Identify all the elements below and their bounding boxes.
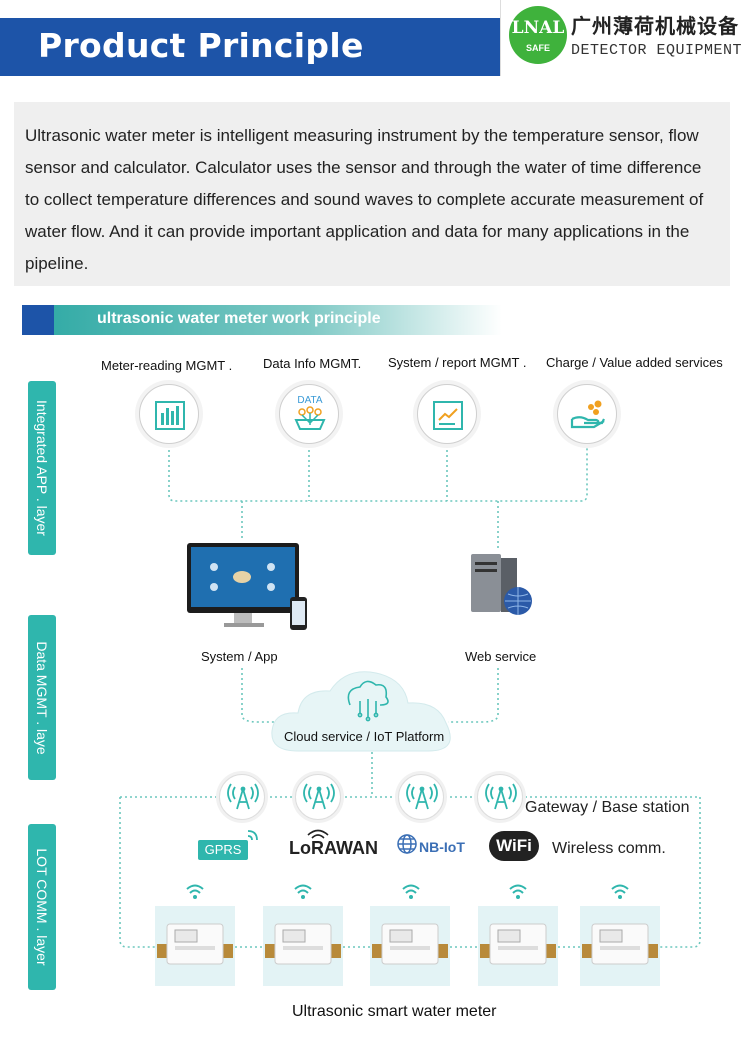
wireless-comm-label: Wireless comm.	[552, 840, 666, 857]
logo-english-name: DETECTOR EQUIPMENT	[571, 42, 743, 59]
wifi-signal-icon	[186, 884, 204, 899]
hand-coins-icon	[557, 384, 617, 444]
wifi-signal-icon	[611, 884, 629, 899]
antenna-tower-icon	[295, 774, 341, 820]
water-meter	[580, 906, 660, 986]
web-service-label: Web service	[465, 649, 537, 664]
layer-label-app: Integrated APP . layer	[28, 381, 56, 555]
wifi-signal-icon	[509, 884, 527, 899]
water-meter-label: Ultrasonic smart water meter	[292, 1003, 497, 1020]
antenna-tower-icon	[219, 774, 265, 820]
wifi-signal-icon	[402, 884, 420, 899]
water-meter	[370, 906, 450, 986]
antenna-tower-icon	[398, 774, 444, 820]
wifi-logo: WiFi	[489, 831, 539, 861]
logo-chinese-name: 广州薄荷机械设备	[571, 14, 739, 38]
water-meter	[155, 906, 235, 986]
wifi-signal-icon	[294, 884, 312, 899]
company-logo: LNAL SAFE 广州薄荷机械设备 DETECTOR EQUIPMENT	[500, 0, 750, 76]
water-meter	[263, 906, 343, 986]
report-chart-icon	[417, 384, 477, 444]
svg-text:DATA: DATA	[297, 395, 323, 406]
gprs-logo: GPRS	[198, 840, 248, 860]
web-server-icon	[471, 554, 532, 615]
logo-badge-text: LNAL	[511, 18, 565, 38]
computer-monitor-icon	[187, 543, 307, 630]
logo-badge-subtext: SAFE	[525, 43, 550, 53]
layer-label-data: Data MGMT . laye	[28, 615, 56, 780]
lora-signal-icon	[307, 829, 329, 839]
system-app-label: System / App	[201, 649, 278, 664]
page-title: Product Principle	[38, 26, 364, 65]
section-title: ultrasonic water meter work principle	[97, 310, 381, 327]
banner-accent	[22, 305, 54, 335]
app-label-charge: Charge / Value added services	[546, 355, 723, 370]
app-label-meter-reading: Meter-reading MGMT .	[101, 358, 233, 373]
antenna-tower-icon	[477, 774, 523, 820]
bar-chart-icon	[139, 384, 199, 444]
water-meter	[478, 906, 558, 986]
cloud-label: Cloud service / IoT Platform	[284, 729, 445, 744]
data-network-icon: DATA	[279, 384, 339, 444]
nbiot-logo: NB-IoT	[419, 839, 465, 855]
lorawan-logo: LoRAWAN	[289, 838, 378, 858]
app-label-system-report: System / report MGMT .	[388, 355, 527, 370]
cloud-icon	[271, 671, 451, 752]
layer-label-comm: LOT COMM . layer	[28, 824, 56, 990]
logo-badge: LNAL SAFE	[509, 6, 567, 64]
gprs-signal-icon	[247, 830, 258, 841]
app-label-data-info: Data Info MGMT.	[263, 356, 362, 371]
gateway-label: Gateway / Base station	[525, 799, 690, 816]
description-text: Ultrasonic water meter is intelligent me…	[14, 102, 730, 286]
section-banner	[22, 305, 502, 335]
nbiot-globe-icon	[397, 834, 417, 854]
